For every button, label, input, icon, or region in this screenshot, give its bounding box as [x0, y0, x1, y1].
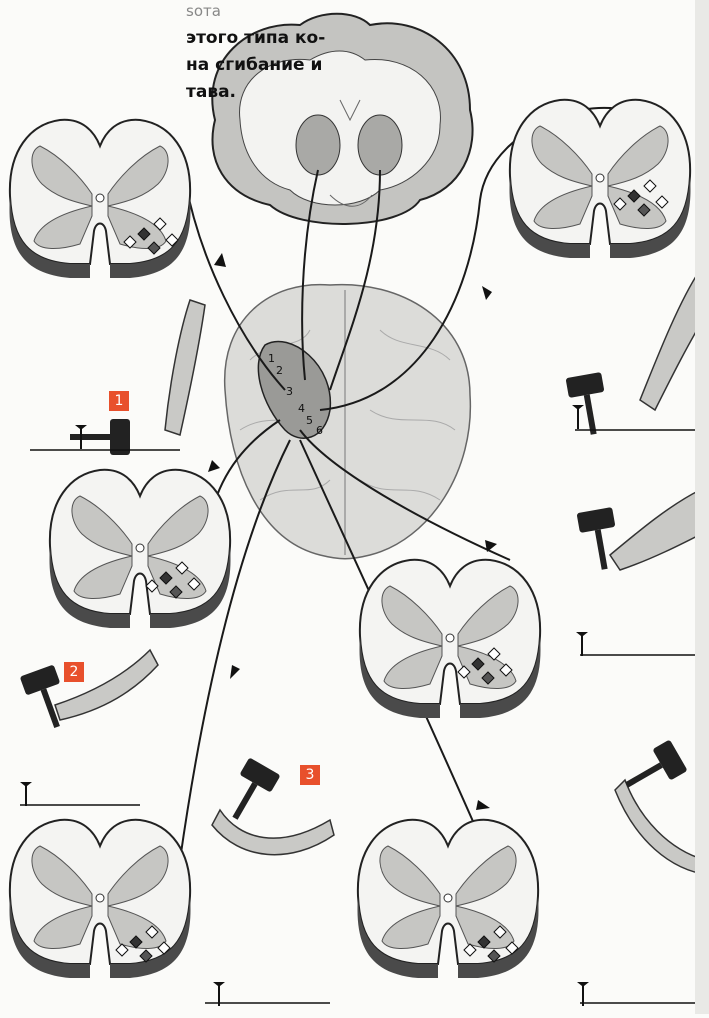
- cortex-label-6: 6: [316, 424, 323, 437]
- marker-2: 2: [64, 662, 84, 682]
- page-edge-strip: [695, 0, 709, 1014]
- caption-line-0: ѕота: [186, 0, 356, 25]
- caption-text: ѕота этого типа ко- на сгибание и тава.: [186, 0, 356, 106]
- marker-3: 3: [300, 765, 320, 785]
- caption-line-1: этого типа ко-: [186, 25, 356, 52]
- cortex-label-5: 5: [306, 414, 313, 427]
- cortex-label-4: 4: [298, 402, 305, 415]
- cortex-label-3: 3: [286, 385, 293, 398]
- cortex-label-1: 1: [268, 352, 275, 365]
- caption-line-3: тава.: [186, 79, 356, 106]
- caption-line-2: на сгибание и: [186, 52, 356, 79]
- cortex-label-2: 2: [276, 364, 283, 377]
- marker-1: 1: [109, 391, 129, 411]
